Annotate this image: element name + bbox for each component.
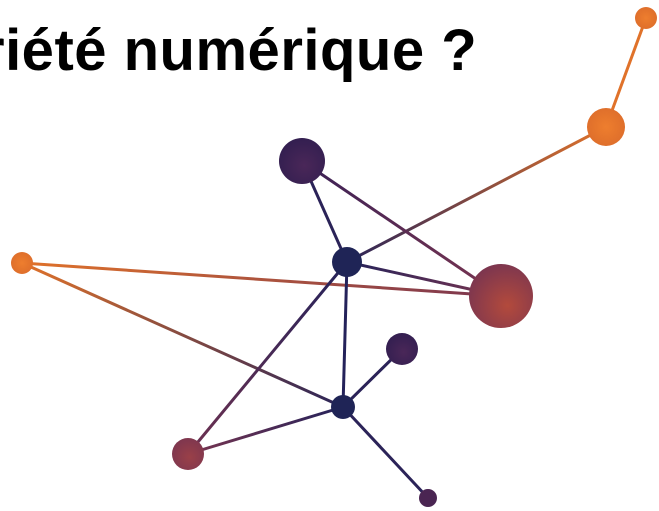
slide-title: riété numérique ? [0, 18, 478, 83]
node-bottom-small [419, 489, 437, 507]
node-orange-top-small [635, 7, 657, 29]
node-purple-top [279, 138, 325, 184]
node-hub-navy [332, 247, 362, 277]
edge-orange-top [604, 16, 648, 129]
node-big-rose [469, 264, 533, 328]
edge-left-to-lower-hub [20, 261, 345, 409]
edge-hub-to-orange [345, 125, 608, 264]
node-rose-left [172, 438, 204, 470]
edge-left-to-big [20, 261, 503, 298]
graph-nodes [11, 7, 657, 507]
edge-hub-to-lower-hub [341, 260, 349, 409]
edge-lower-hub-to-rose [186, 405, 345, 456]
edge-lower-hub-to-bottom [341, 405, 430, 500]
node-orange-right [587, 108, 625, 146]
node-purple-small [386, 333, 418, 365]
edge-hub-to-rose [186, 260, 349, 456]
node-orange-left [11, 252, 33, 274]
edge-purple-to-big [300, 159, 503, 298]
node-lower-hub-navy [331, 395, 355, 419]
